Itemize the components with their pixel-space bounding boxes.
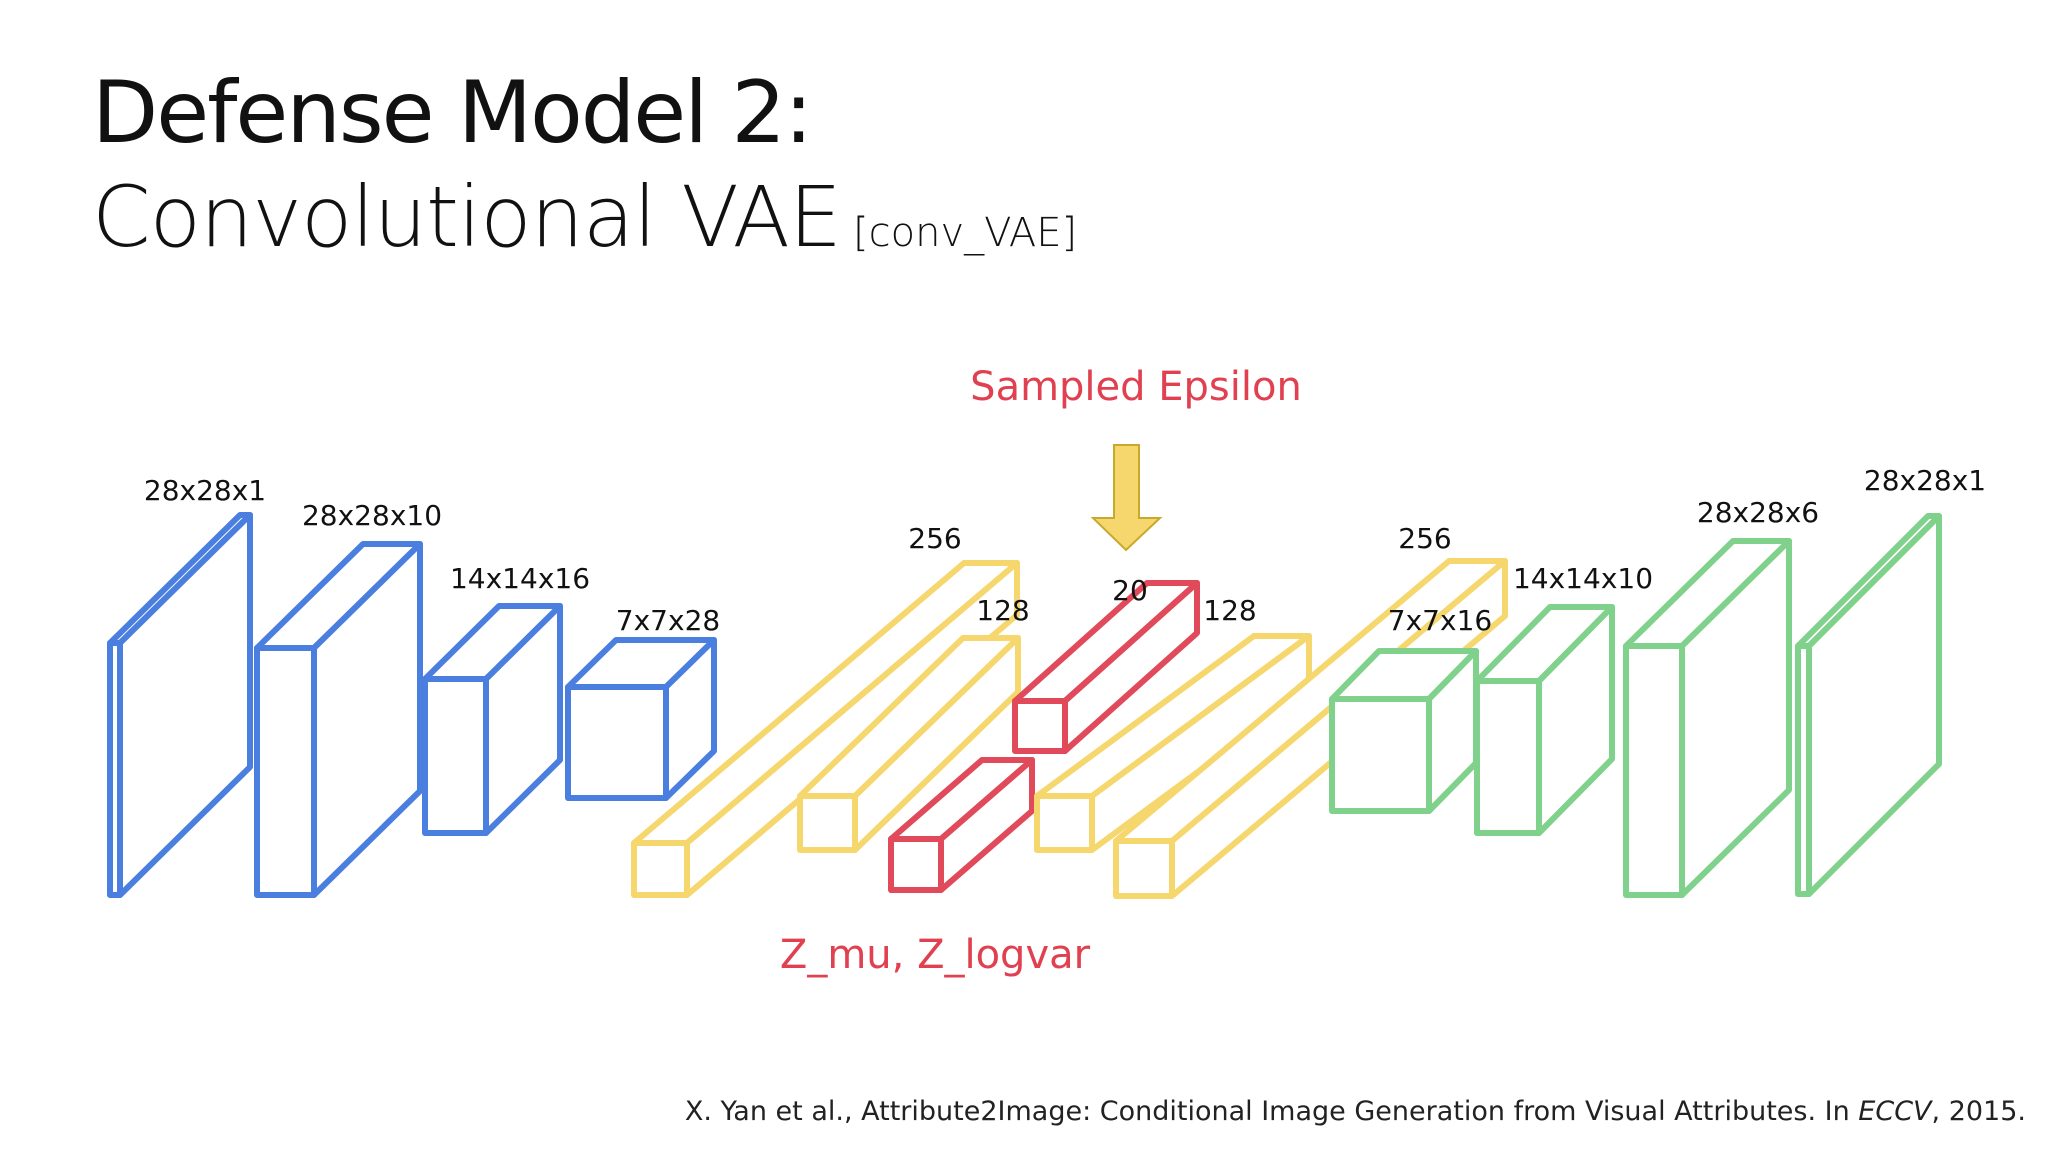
layer-block-4: [565, 637, 717, 801]
subtitle-text: Convolutional VAE: [92, 168, 842, 266]
layer-label-14: 28x28x1: [1864, 464, 1986, 497]
layer-label-10: 256: [1398, 522, 1451, 555]
layer-block-13: [1623, 538, 1792, 898]
layer-block-6: [797, 635, 1021, 853]
sampled-epsilon-label: Sampled Epsilon: [970, 364, 1302, 410]
citation: X. Yan et al., Attribute2Image: Conditio…: [685, 1096, 2026, 1127]
layer-label-8: 20: [1112, 574, 1148, 607]
layer-label-3: 14x14x16: [450, 562, 590, 595]
layer-block-1: [107, 512, 253, 898]
z-params-label: Z_mu, Z_logvar: [780, 932, 1091, 978]
layer-label-2: 28x28x10: [302, 499, 442, 532]
epsilon-arrow-icon: [1090, 444, 1163, 552]
layer-block-7: [888, 757, 1035, 893]
layer-block-11: [1329, 648, 1479, 814]
citation-year: , 2015.: [1931, 1096, 2026, 1127]
citation-text: X. Yan et al., Attribute2Image: Conditio…: [684, 1096, 1859, 1127]
layer-block-5: [631, 560, 1020, 898]
layer-label-5: 256: [908, 522, 961, 555]
layer-block-2: [254, 541, 423, 898]
citation-venue: ECCV: [1858, 1096, 1932, 1127]
layer-block-14: [1795, 513, 1942, 897]
layer-block-8: [1012, 580, 1200, 754]
layer-label-9: 128: [1203, 594, 1256, 627]
slide-subtitle: Convolutional VAE[conv_VAE]: [92, 175, 1077, 259]
subtitle-tag: [conv_VAE]: [853, 210, 1078, 256]
layer-label-4: 7x7x28: [616, 604, 720, 637]
layer-label-11: 7x7x16: [1388, 604, 1492, 637]
layer-block-3: [422, 603, 563, 836]
layer-block-12: [1474, 604, 1615, 836]
layer-label-1: 28x28x1: [144, 474, 266, 507]
layer-blocks: [107, 512, 1942, 899]
layer-label-6: 128: [976, 594, 1029, 627]
layer-label-13: 28x28x6: [1697, 496, 1819, 529]
layer-label-12: 14x14x10: [1513, 562, 1653, 595]
slide-title: Defense Model 2:: [92, 63, 813, 163]
